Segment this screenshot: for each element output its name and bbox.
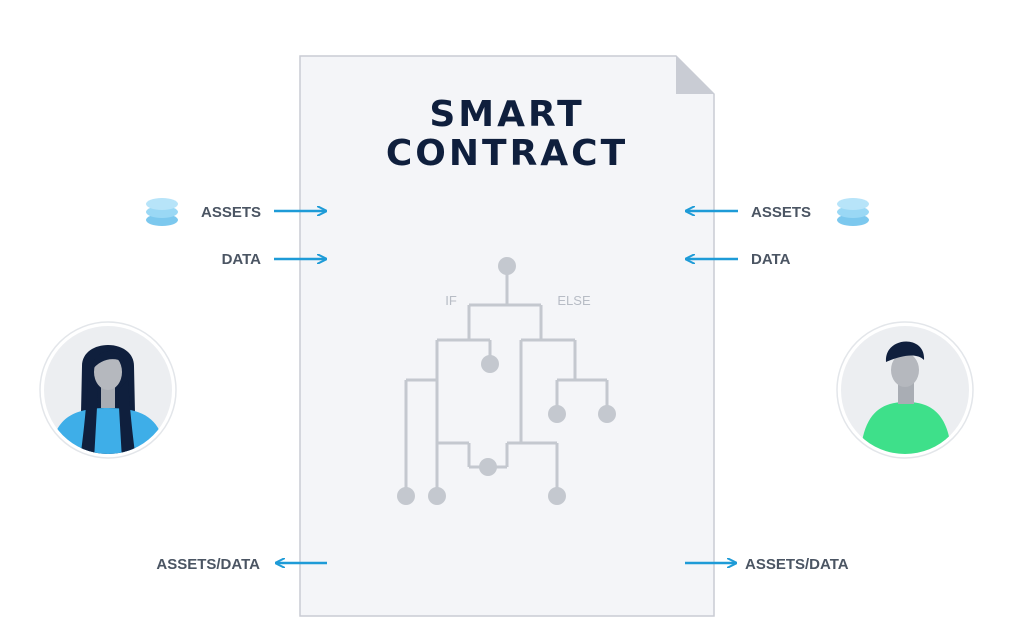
tree-node [598,405,616,423]
tree-node [479,458,497,476]
tree-leaf-node [428,487,446,505]
tree-leaf-node [397,487,415,505]
right-coin-stack-icon [837,198,869,226]
left-assets-label: ASSETS [201,204,261,221]
left-coin-stack-icon [146,198,178,226]
tree-root-node [498,257,516,275]
tree-node [548,405,566,423]
contract-title-line1: SMART [429,94,584,135]
contract-document [299,55,715,617]
man-avatar-icon [836,321,974,459]
left-output-label: ASSETS/DATA [156,556,260,573]
left-data-label: DATA [222,251,262,268]
folded-corner [676,56,714,94]
if-branch-label: IF [445,293,457,308]
right-data-label: DATA [751,251,791,268]
woman-avatar-icon [39,321,177,459]
right-output-label: ASSETS/DATA [745,556,849,573]
tree-node [481,355,499,373]
else-branch-label: ELSE [557,293,591,308]
tree-leaf-node [548,487,566,505]
contract-title-line2: CONTRACT [386,133,628,174]
right-assets-label: ASSETS [751,204,811,221]
logic-tree-nodes [397,257,616,505]
